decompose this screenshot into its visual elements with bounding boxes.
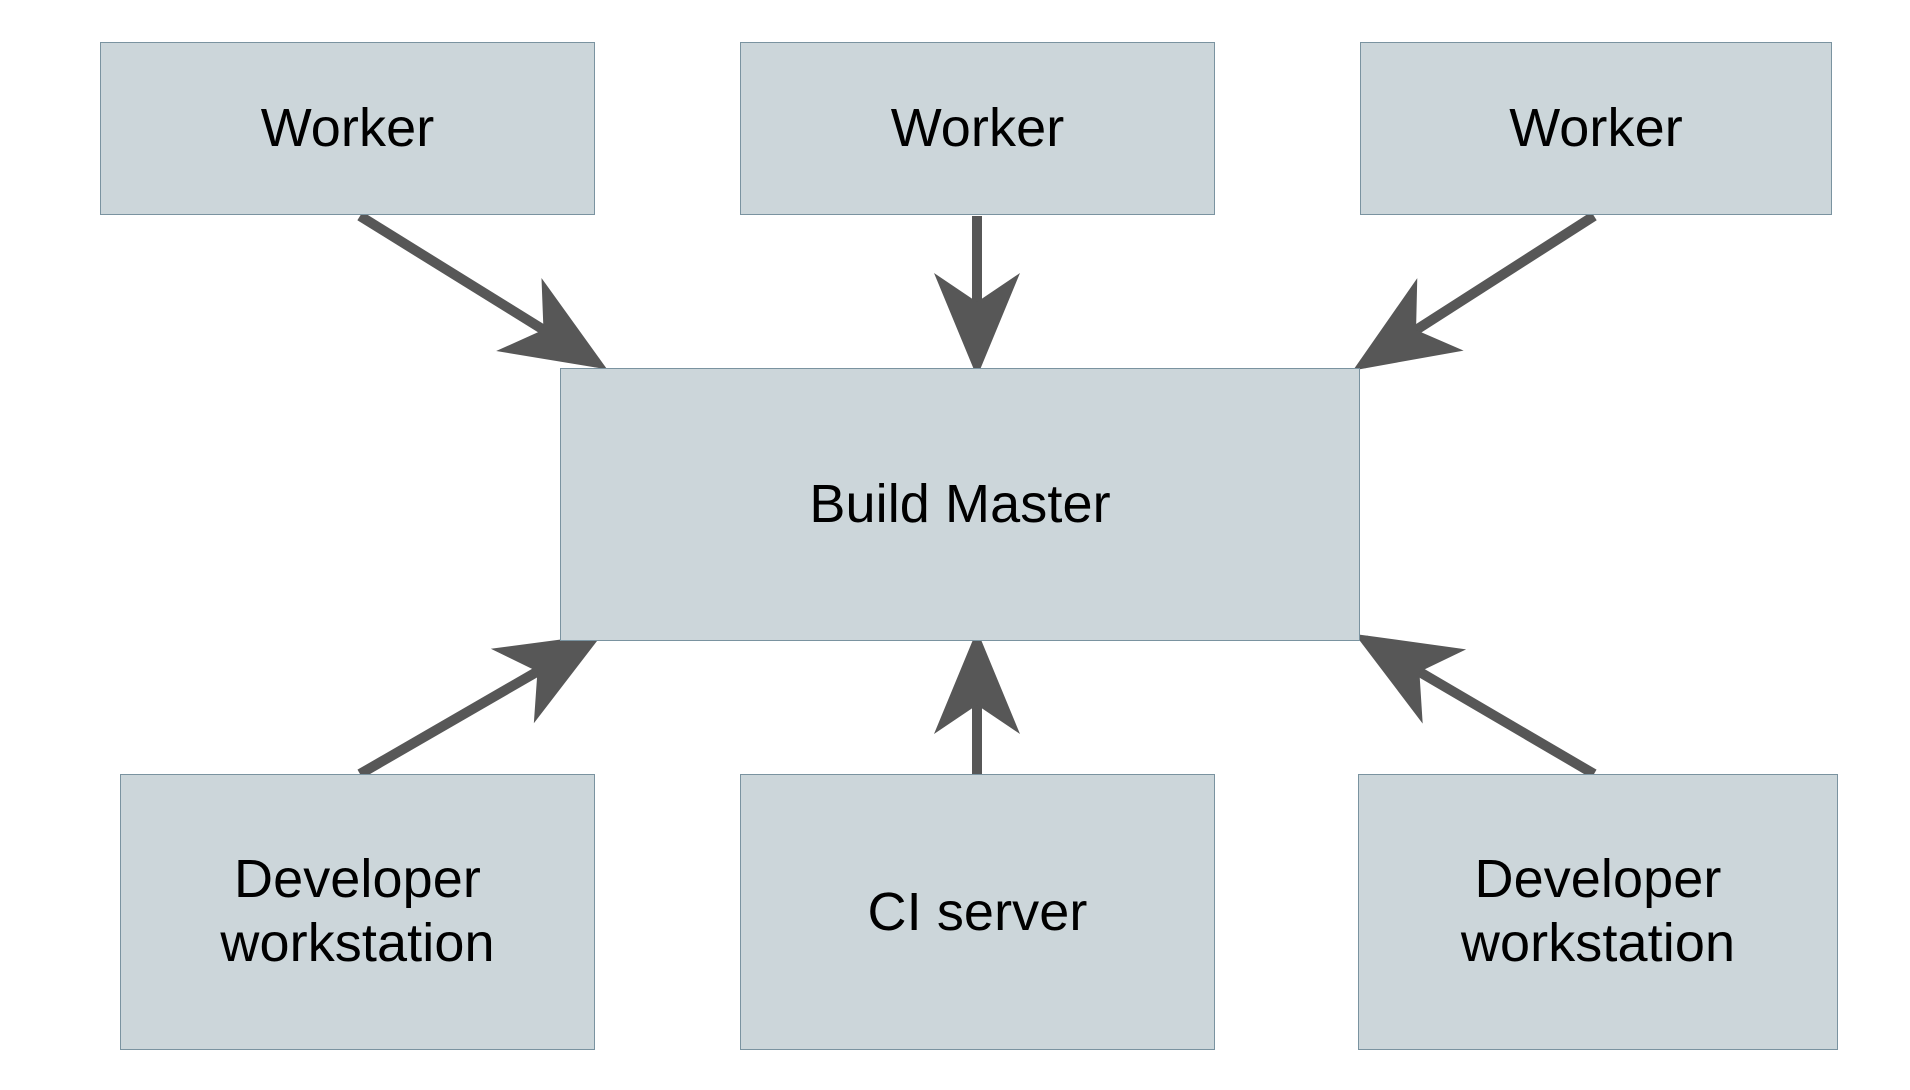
node-build-master[interactable]: Build Master (560, 368, 1360, 641)
node-worker-1[interactable]: Worker (100, 42, 595, 215)
edge-developer-workstation-left-to-build-master (357, 633, 603, 779)
node-label-ci-server: CI server (867, 881, 1088, 942)
node-developer-workstation-left[interactable]: Developer workstation (120, 774, 595, 1050)
node-label-worker-2: Worker (890, 98, 1065, 159)
node-worker-3[interactable]: Worker (1360, 42, 1832, 215)
node-developer-workstation-right[interactable]: Developer workstation (1358, 774, 1838, 1050)
node-label-developer-workstation-right: Developer workstation (1460, 849, 1736, 973)
edge-developer-workstation-right-to-build-master (1354, 633, 1597, 779)
node-label-developer-workstation-left: Developer workstation (220, 849, 495, 973)
node-label-worker-1: Worker (260, 98, 435, 159)
node-worker-2[interactable]: Worker (740, 42, 1215, 215)
edge-worker-1-to-build-master (357, 211, 608, 370)
node-label-build-master: Build Master (809, 474, 1111, 535)
node-label-worker-3: Worker (1509, 98, 1683, 159)
edge-worker-3-to-build-master (1352, 211, 1597, 371)
node-ci-server[interactable]: CI server (740, 774, 1215, 1050)
